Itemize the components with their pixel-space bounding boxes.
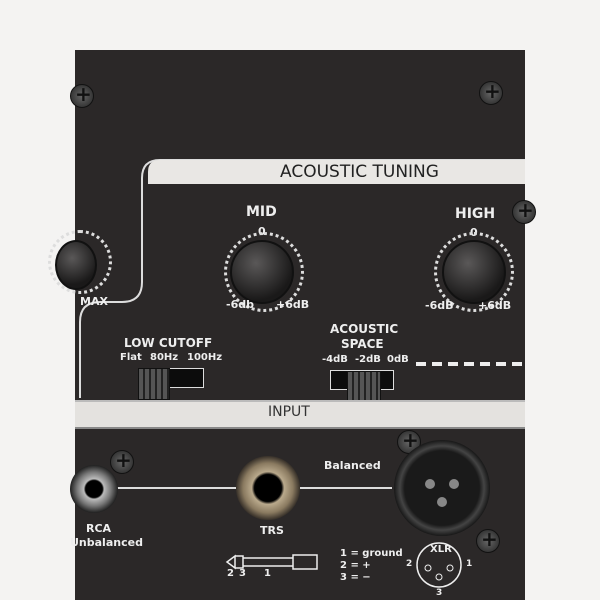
high-min-label: -6dB — [425, 299, 454, 312]
low-cutoff-option: Flat — [120, 352, 142, 363]
trs-jack[interactable] — [236, 456, 300, 520]
high-label: HIGH — [455, 206, 496, 222]
low-cutoff-option: 100Hz — [187, 352, 223, 363]
low-cutoff-option: 80Hz — [150, 352, 179, 363]
pin-legend: 3 = − — [340, 572, 371, 583]
acoustic-space-switch[interactable] — [347, 371, 381, 403]
screw-icon — [110, 448, 134, 474]
level-knob[interactable] — [55, 240, 97, 290]
low-cutoff-label: LOW CUTOFF — [124, 336, 213, 350]
xlr-label: XLR — [430, 544, 452, 555]
screw-icon — [512, 198, 536, 224]
high-scale — [434, 232, 514, 312]
mid-center-label: 0 — [258, 225, 266, 238]
acoustic-space-label: SPACE — [341, 337, 384, 351]
high-knob[interactable] — [442, 240, 506, 304]
balanced-label: Balanced — [324, 459, 381, 472]
xlr-pin-label: 2 — [406, 559, 413, 569]
screw-icon — [476, 527, 500, 553]
mid-scale — [224, 232, 304, 312]
low-cutoff-switch[interactable] — [138, 368, 170, 400]
trs-label: TRS — [260, 524, 284, 537]
mid-max-label: +6dB — [276, 298, 310, 311]
acoustic-space-option: -4dB — [322, 354, 348, 365]
rca-jack[interactable] — [70, 465, 118, 513]
acoustic-space-option: 0dB — [387, 354, 409, 365]
trs-plug-icon — [225, 554, 318, 570]
screw-icon — [479, 79, 503, 105]
section-title: ACOUSTIC TUNING — [280, 162, 439, 182]
xlr-pin-label: 1 — [466, 559, 473, 569]
input-strip — [75, 400, 525, 429]
screw-icon — [70, 82, 94, 108]
xlr-diagram-icon — [416, 542, 462, 588]
mid-label: MID — [246, 204, 277, 220]
trs-pin-label: 1 — [264, 568, 271, 579]
trs-pin-label: 2 — [227, 568, 234, 579]
trs-pin-label: 3 — [239, 568, 246, 579]
pin-legend: 1 = ground — [340, 548, 403, 559]
max-label: MAX — [80, 295, 108, 308]
pin-legend: 2 = + — [340, 560, 371, 571]
high-max-label: +6dB — [478, 299, 512, 312]
acoustic-space-label: ACOUSTIC — [330, 322, 399, 336]
input-label: INPUT — [268, 404, 310, 420]
mid-knob[interactable] — [230, 240, 294, 304]
acoustic-space-option: -2dB — [355, 354, 381, 365]
mid-min-label: -6db — [226, 298, 254, 311]
xlr-pin-label: 3 — [436, 588, 443, 598]
xlr-jack[interactable] — [394, 440, 490, 536]
rca-sub-label: Unbalanced — [70, 536, 143, 549]
rca-label: RCA — [86, 522, 112, 535]
